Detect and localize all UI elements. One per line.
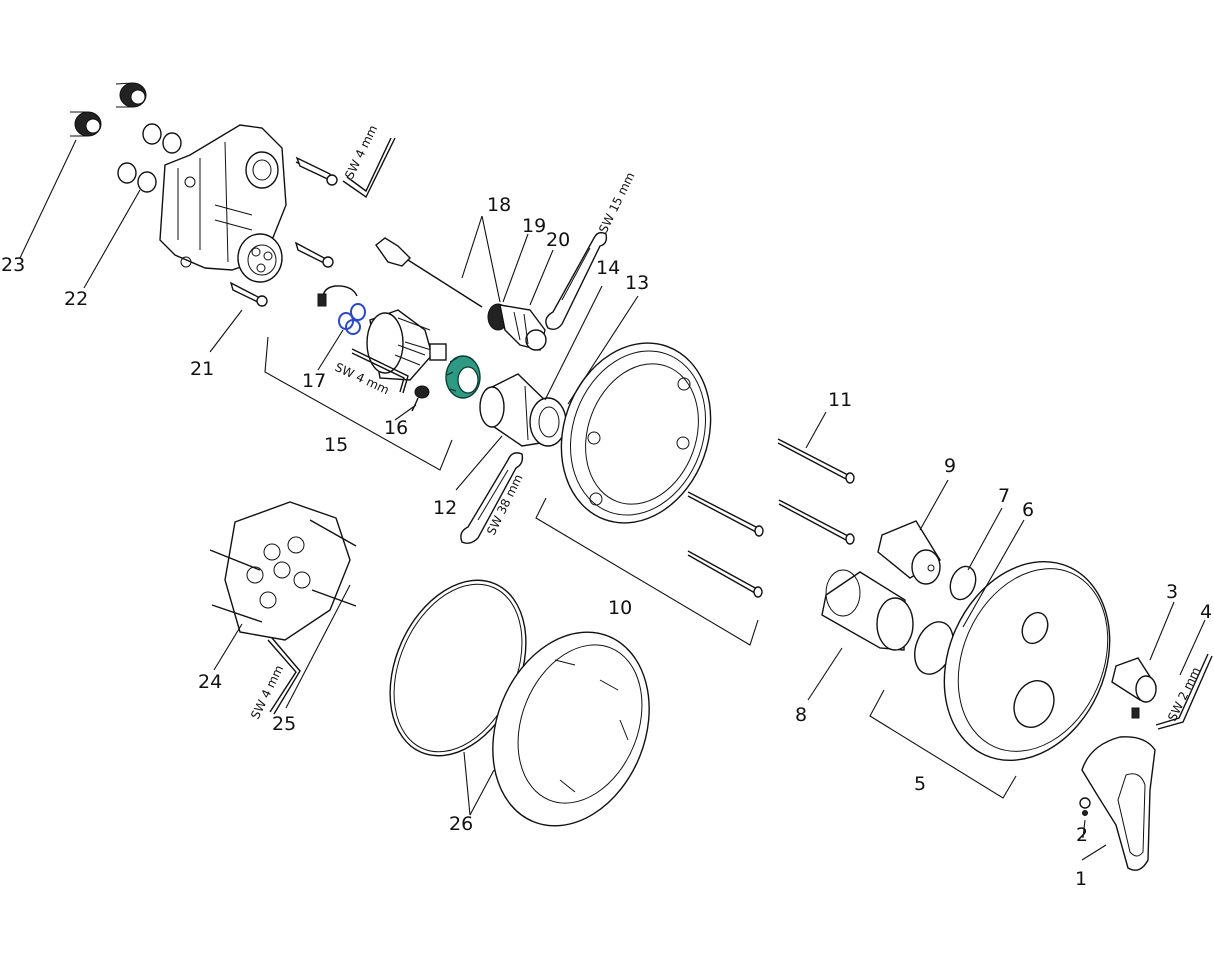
part-5-cover-plate <box>943 561 1111 761</box>
green-adjust-ring <box>445 355 481 399</box>
part-24-mounting-template <box>209 501 357 641</box>
label-part-4: 4 <box>1200 601 1212 623</box>
wrench-sw38 <box>460 452 524 545</box>
part-19-20-diverter <box>487 303 547 351</box>
label-part-15: 15 <box>324 434 348 456</box>
label-part-1: 1 <box>1075 868 1087 890</box>
part-3-knob <box>1111 657 1157 703</box>
label-part-18: 18 <box>487 194 511 216</box>
label-part-22: 22 <box>64 288 88 310</box>
part-8-sleeve-cover <box>821 569 914 651</box>
label-part-17: 17 <box>302 370 326 392</box>
part-16-screw <box>411 385 430 412</box>
label-part-7: 7 <box>998 485 1010 507</box>
part-4-grub-screw <box>1131 707 1140 719</box>
label-part-9: 9 <box>944 455 956 477</box>
allen-key-top <box>342 137 396 199</box>
leader-lines <box>19 139 1206 861</box>
part-15-cartridge <box>366 309 447 381</box>
part-22-o-rings <box>117 123 182 193</box>
label-part-21: 21 <box>190 358 214 380</box>
label-part-13: 13 <box>625 272 649 294</box>
label-part-14: 14 <box>596 257 620 279</box>
label-part-6: 6 <box>1022 499 1034 521</box>
label-part-3: 3 <box>1166 581 1178 603</box>
label-part-19: 19 <box>522 215 546 237</box>
tool-label-sw15: SW 15 mm <box>596 170 637 235</box>
part-2-grub-screw <box>1079 797 1091 816</box>
part-13-mounting-ring <box>560 342 712 524</box>
body-screws <box>229 156 338 307</box>
label-part-16: 16 <box>384 417 408 439</box>
tool-label-sw2: SW 2 mm <box>1165 665 1203 723</box>
part-9-knob <box>877 520 941 585</box>
label-part-10: 10 <box>608 597 632 619</box>
label-part-24: 24 <box>198 671 222 693</box>
part-18-spindle <box>375 237 483 308</box>
part-7-o-ring <box>949 565 977 601</box>
label-part-12: 12 <box>433 497 457 519</box>
label-part-8: 8 <box>795 704 807 726</box>
label-part-11: 11 <box>828 389 852 411</box>
label-part-5: 5 <box>914 773 926 795</box>
part-23-threaded-connectors <box>70 82 147 137</box>
group-brackets <box>264 336 1017 799</box>
part-26-seal-and-sleeve <box>389 579 650 827</box>
allen-key-mid <box>351 348 409 394</box>
part-11-screws <box>777 438 855 545</box>
part-1-lever-handle <box>1081 736 1156 871</box>
label-part-2: 2 <box>1076 824 1088 846</box>
part-17-clip-orings <box>317 285 366 335</box>
part-10-long-screws <box>687 491 764 598</box>
allen-key-bottom <box>267 637 301 715</box>
part-21-valve-body <box>159 124 287 283</box>
part-14-sleeve <box>479 373 567 447</box>
label-part-23: 23 <box>1 254 25 276</box>
label-part-20: 20 <box>546 229 570 251</box>
wrench-sw15 <box>545 231 608 331</box>
label-part-26: 26 <box>449 813 473 835</box>
allen-key-sw2 <box>1155 653 1213 730</box>
label-part-25: 25 <box>272 713 296 735</box>
